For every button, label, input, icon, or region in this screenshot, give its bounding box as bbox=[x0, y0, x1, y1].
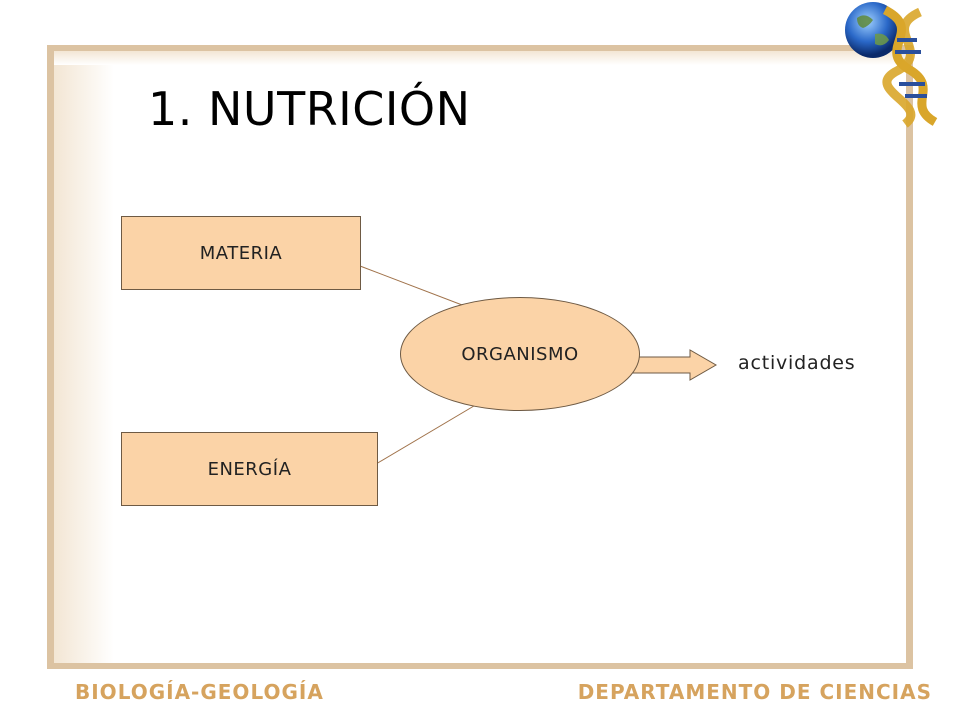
output-arrow bbox=[623, 349, 718, 381]
materia-box: MATERIA bbox=[121, 216, 361, 290]
materia-label: MATERIA bbox=[199, 242, 283, 264]
organismo-node: ORGANISMO bbox=[400, 297, 640, 411]
energia-label: ENERGÍA bbox=[207, 458, 292, 480]
energia-connector bbox=[375, 399, 485, 465]
energia-box: ENERGÍA bbox=[121, 432, 378, 506]
globe-dna-icon bbox=[845, 2, 938, 128]
actividades-label: actividades bbox=[738, 352, 856, 374]
footer-department: DEPARTAMENTO DE CIENCIAS bbox=[577, 680, 932, 704]
slide-title: 1. NUTRICIÓN bbox=[148, 82, 471, 136]
frame-shading-left bbox=[54, 51, 114, 663]
footer-subject: BIOLOGÍA-GEOLOGÍA bbox=[75, 680, 324, 704]
organismo-label: ORGANISMO bbox=[461, 343, 579, 365]
frame-shading-top bbox=[54, 51, 906, 65]
materia-connector bbox=[359, 265, 471, 309]
